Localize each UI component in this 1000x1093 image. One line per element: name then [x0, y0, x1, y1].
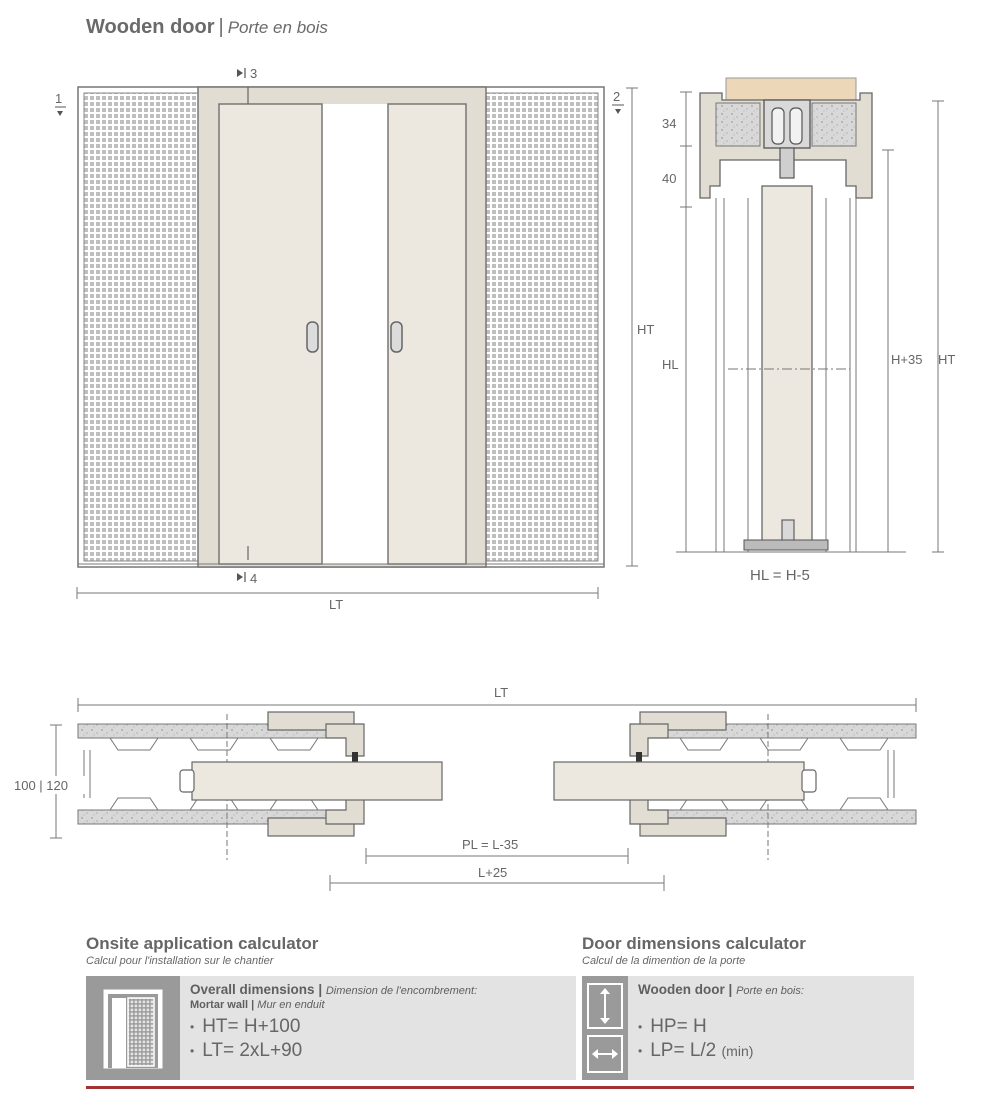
side-base — [743, 539, 829, 551]
side-left-concrete — [715, 102, 761, 147]
side-wheel-right-icon — [789, 107, 803, 145]
dimension-arrows-icon — [582, 976, 628, 1080]
onsite-calc-head: Overall dimensions | Dimension de l'enco… — [190, 982, 570, 997]
onsite-calc-sub: Mortar wall | Mur en enduit — [190, 999, 570, 1011]
side-hl-label: HL — [662, 357, 679, 372]
plan-view: LT — [12, 685, 917, 891]
formula-lp: LP= L/2 — [650, 1040, 717, 1062]
plan-lt-label: LT — [494, 685, 508, 700]
label-2: 2 — [613, 89, 620, 104]
door-formulas: • HP= H • LP= L/2 (min) — [638, 1015, 908, 1063]
onsite-calc-heading: Onsite application calculator Calcul pou… — [86, 934, 318, 967]
side-rail — [763, 99, 811, 149]
formula-ht: HT= H+100 — [202, 1016, 301, 1038]
plan-thickness-label-bg — [12, 776, 86, 794]
arrow-3-icon — [237, 69, 243, 77]
label-1-arrow-icon — [57, 111, 63, 116]
door-calc-head: Wooden door | Porte en bois: — [638, 982, 908, 997]
door-frame-icon — [86, 976, 180, 1080]
side-hl-formula: HL = H-5 — [750, 567, 810, 584]
plan-right-profile-top — [629, 723, 669, 757]
side-dim-34: 34 — [662, 116, 676, 131]
label-4: 4 — [250, 571, 257, 586]
bullet-icon: • — [638, 1044, 643, 1059]
door-calc-text: Wooden door | Porte en bois: • HP= H • LP=… — [638, 982, 908, 1063]
label-3: 3 — [250, 66, 257, 81]
bullet-icon: • — [638, 1020, 643, 1034]
door-formula-lp: • LP= L/2 (min) — [638, 1039, 908, 1063]
title-separator: | — [218, 16, 224, 38]
title-fr: Porte en bois — [227, 18, 328, 37]
side-wheel-left-icon — [771, 107, 785, 145]
door-opening — [322, 104, 388, 564]
plan-right-stud-top — [656, 737, 916, 751]
onsite-formula-lt: • LT= 2xL+90 — [190, 1039, 570, 1063]
plan-left-stud-top — [78, 737, 340, 751]
onsite-head-fr: Dimension de l'encombrement: — [325, 985, 478, 997]
onsite-sub-en: Mortar wall — [190, 999, 249, 1011]
front-ht-label: HT — [637, 322, 654, 337]
formula-lt: LT= 2xL+90 — [202, 1040, 303, 1062]
door-head-fr: Porte en bois: — [736, 985, 804, 997]
formula-hp: HP= H — [650, 1016, 707, 1038]
side-h35-label: H+35 — [891, 352, 922, 367]
bullet-icon: • — [190, 1020, 195, 1034]
door-calc-box: Wooden door | Porte en bois: • HP= H • LP=… — [582, 976, 914, 1080]
side-top-wood — [725, 77, 857, 101]
door-formula-hp: • HP= H — [638, 1015, 908, 1039]
side-ht-label: HT — [938, 352, 955, 367]
plan-pl-label: PL = L-35 — [462, 837, 518, 852]
front-view: 3 4 1 2 HT LT — [55, 66, 654, 612]
left-mesh-panel — [83, 92, 199, 562]
plan-right-handle-icon — [801, 769, 817, 793]
title-en: Wooden door — [86, 16, 215, 38]
side-door-body — [761, 185, 813, 549]
onsite-formulas: • HT= H+100 • LT= 2xL+90 — [190, 1015, 570, 1063]
right-mesh-panel — [485, 92, 599, 562]
onsite-calc-subtitle: Calcul pour l'installation sur le chanti… — [86, 955, 274, 967]
door-calc-subtitle: Calcul de la dimention de la porte — [582, 955, 746, 967]
side-dim-40: 40 — [662, 171, 676, 186]
footer-accent-line — [86, 1086, 914, 1089]
plan-left-door-leaf — [191, 761, 443, 801]
onsite-calc-title: Onsite application calculator — [86, 934, 319, 953]
arrow-4-icon — [237, 573, 243, 581]
onsite-head-sep: | — [318, 982, 323, 997]
onsite-formula-ht: • HT= H+100 — [190, 1015, 570, 1039]
side-right-concrete — [811, 102, 857, 147]
plan-right-brush-top — [636, 752, 642, 764]
onsite-calc-box: Overall dimensions | Dimension de l'enco… — [86, 976, 576, 1080]
plan-left-handle-icon — [179, 769, 195, 793]
label-1: 1 — [55, 91, 62, 106]
left-door-leaf — [218, 103, 323, 565]
onsite-head-en: Overall dimensions — [190, 982, 315, 997]
page-title: Wooden door|Porte en bois — [86, 16, 328, 39]
front-lt-label: LT — [329, 597, 343, 612]
onsite-sub-fr: Mur en enduit — [257, 999, 325, 1011]
right-door-handle-icon — [390, 321, 403, 353]
plan-thickness-label: 100 | 120 — [14, 778, 68, 793]
formula-lp-min: (min) — [721, 1043, 754, 1060]
door-head-en: Wooden door — [638, 982, 725, 997]
label-2-arrow-icon — [615, 109, 621, 114]
door-calc-title: Door dimensions calculator — [582, 934, 806, 953]
plan-l25-label: L+25 — [478, 865, 507, 880]
plan-left-profile-top — [325, 723, 365, 757]
side-hanger-bolt — [779, 147, 795, 179]
side-view: 34 40 HL H+35 HT HL = H-5 — [662, 77, 955, 584]
onsite-calc-text: Overall dimensions | Dimension de l'enco… — [190, 982, 570, 1063]
left-door-handle-icon — [306, 321, 319, 353]
plan-right-door-leaf — [553, 761, 805, 801]
bullet-icon: • — [190, 1044, 195, 1059]
door-calc-heading: Door dimensions calculator Calcul de la … — [582, 934, 806, 967]
door-head-sep: | — [728, 982, 733, 997]
plan-left-brush-top — [352, 752, 358, 764]
onsite-sub-sep: | — [251, 999, 255, 1011]
